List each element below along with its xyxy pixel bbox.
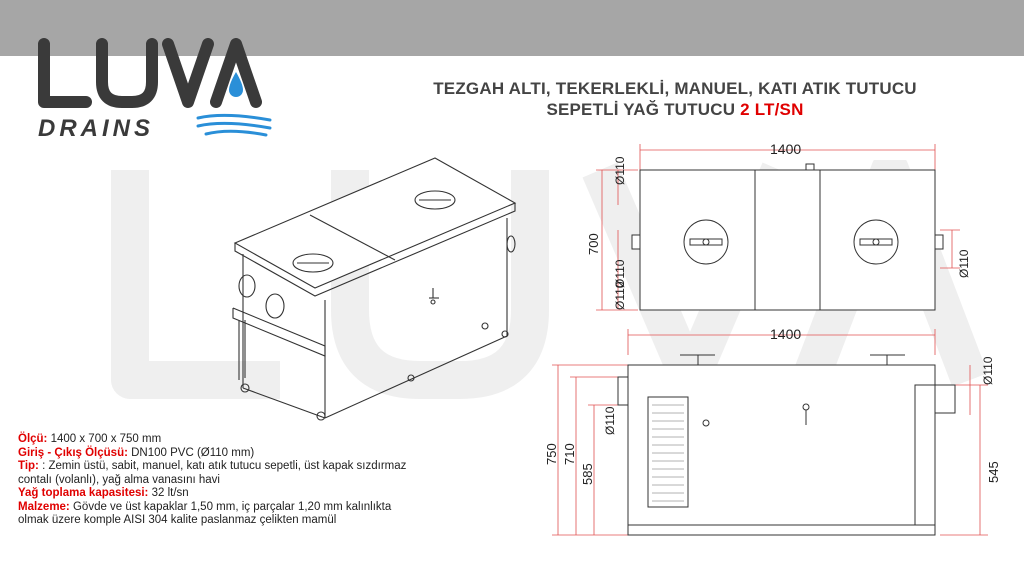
top-view-drawing: 1400 700 Ø110 Ø110 Ø110 Ø110 [586, 141, 971, 311]
side-pipe-label-1: Ø110 [603, 406, 617, 435]
title-line-2-text: SEPETLİ YAĞ TUTUCU [546, 100, 736, 119]
top-width-label: 1400 [770, 141, 801, 157]
title-line-2: SEPETLİ YAĞ TUTUCU 2 LT/SN [370, 99, 980, 120]
logo-subtext: DRAINS [38, 115, 154, 142]
spec-list: Ölçü: 1400 x 700 x 750 mm Giriş - Çıkış … [18, 433, 418, 528]
top-pipe-label-1: Ø110 [613, 156, 627, 185]
top-pipe-label-2: Ø110 [613, 259, 627, 288]
luva-logo: DRAINS [38, 38, 272, 142]
page-title: TEZGAH ALTI, TEKERLEKLİ, MANUEL, KATI AT… [370, 78, 980, 120]
spec-inlet-outlet: Giriş - Çıkış Ölçüsü: DN100 PVC (Ø110 mm… [18, 446, 255, 459]
side-height-545: 545 [986, 461, 1001, 483]
side-pipe-label-2: Ø110 [981, 356, 995, 385]
top-pipe-label-3: Ø110 [957, 249, 971, 278]
water-drop-icon [229, 72, 243, 97]
isometric-drawing [232, 157, 517, 421]
side-view-drawing: 1400 750 710 585 545 Ø110 Ø110 [544, 326, 1001, 536]
top-pipe-label-4: Ø110 [613, 281, 627, 310]
side-height-710: 710 [562, 443, 577, 465]
side-height-585: 585 [580, 463, 595, 485]
spec-size: Ölçü: 1400 x 700 x 750 mm [18, 433, 162, 445]
side-height-750: 750 [544, 443, 559, 465]
spec-type: Tip: : Zemin üstü, sabit, manuel, katı a… [18, 460, 407, 486]
top-depth-label: 700 [586, 233, 601, 255]
spec-capacity: Yağ toplama kapasitesi: 32 lt/sn [18, 487, 189, 499]
title-line-1: TEZGAH ALTI, TEKERLEKLİ, MANUEL, KATI AT… [433, 79, 917, 98]
side-width-label: 1400 [770, 326, 801, 342]
title-accent: 2 LT/SN [740, 100, 804, 119]
spec-material: Malzeme: Gövde ve üst kapaklar 1,50 mm, … [18, 500, 392, 527]
wave-icon [196, 113, 272, 137]
